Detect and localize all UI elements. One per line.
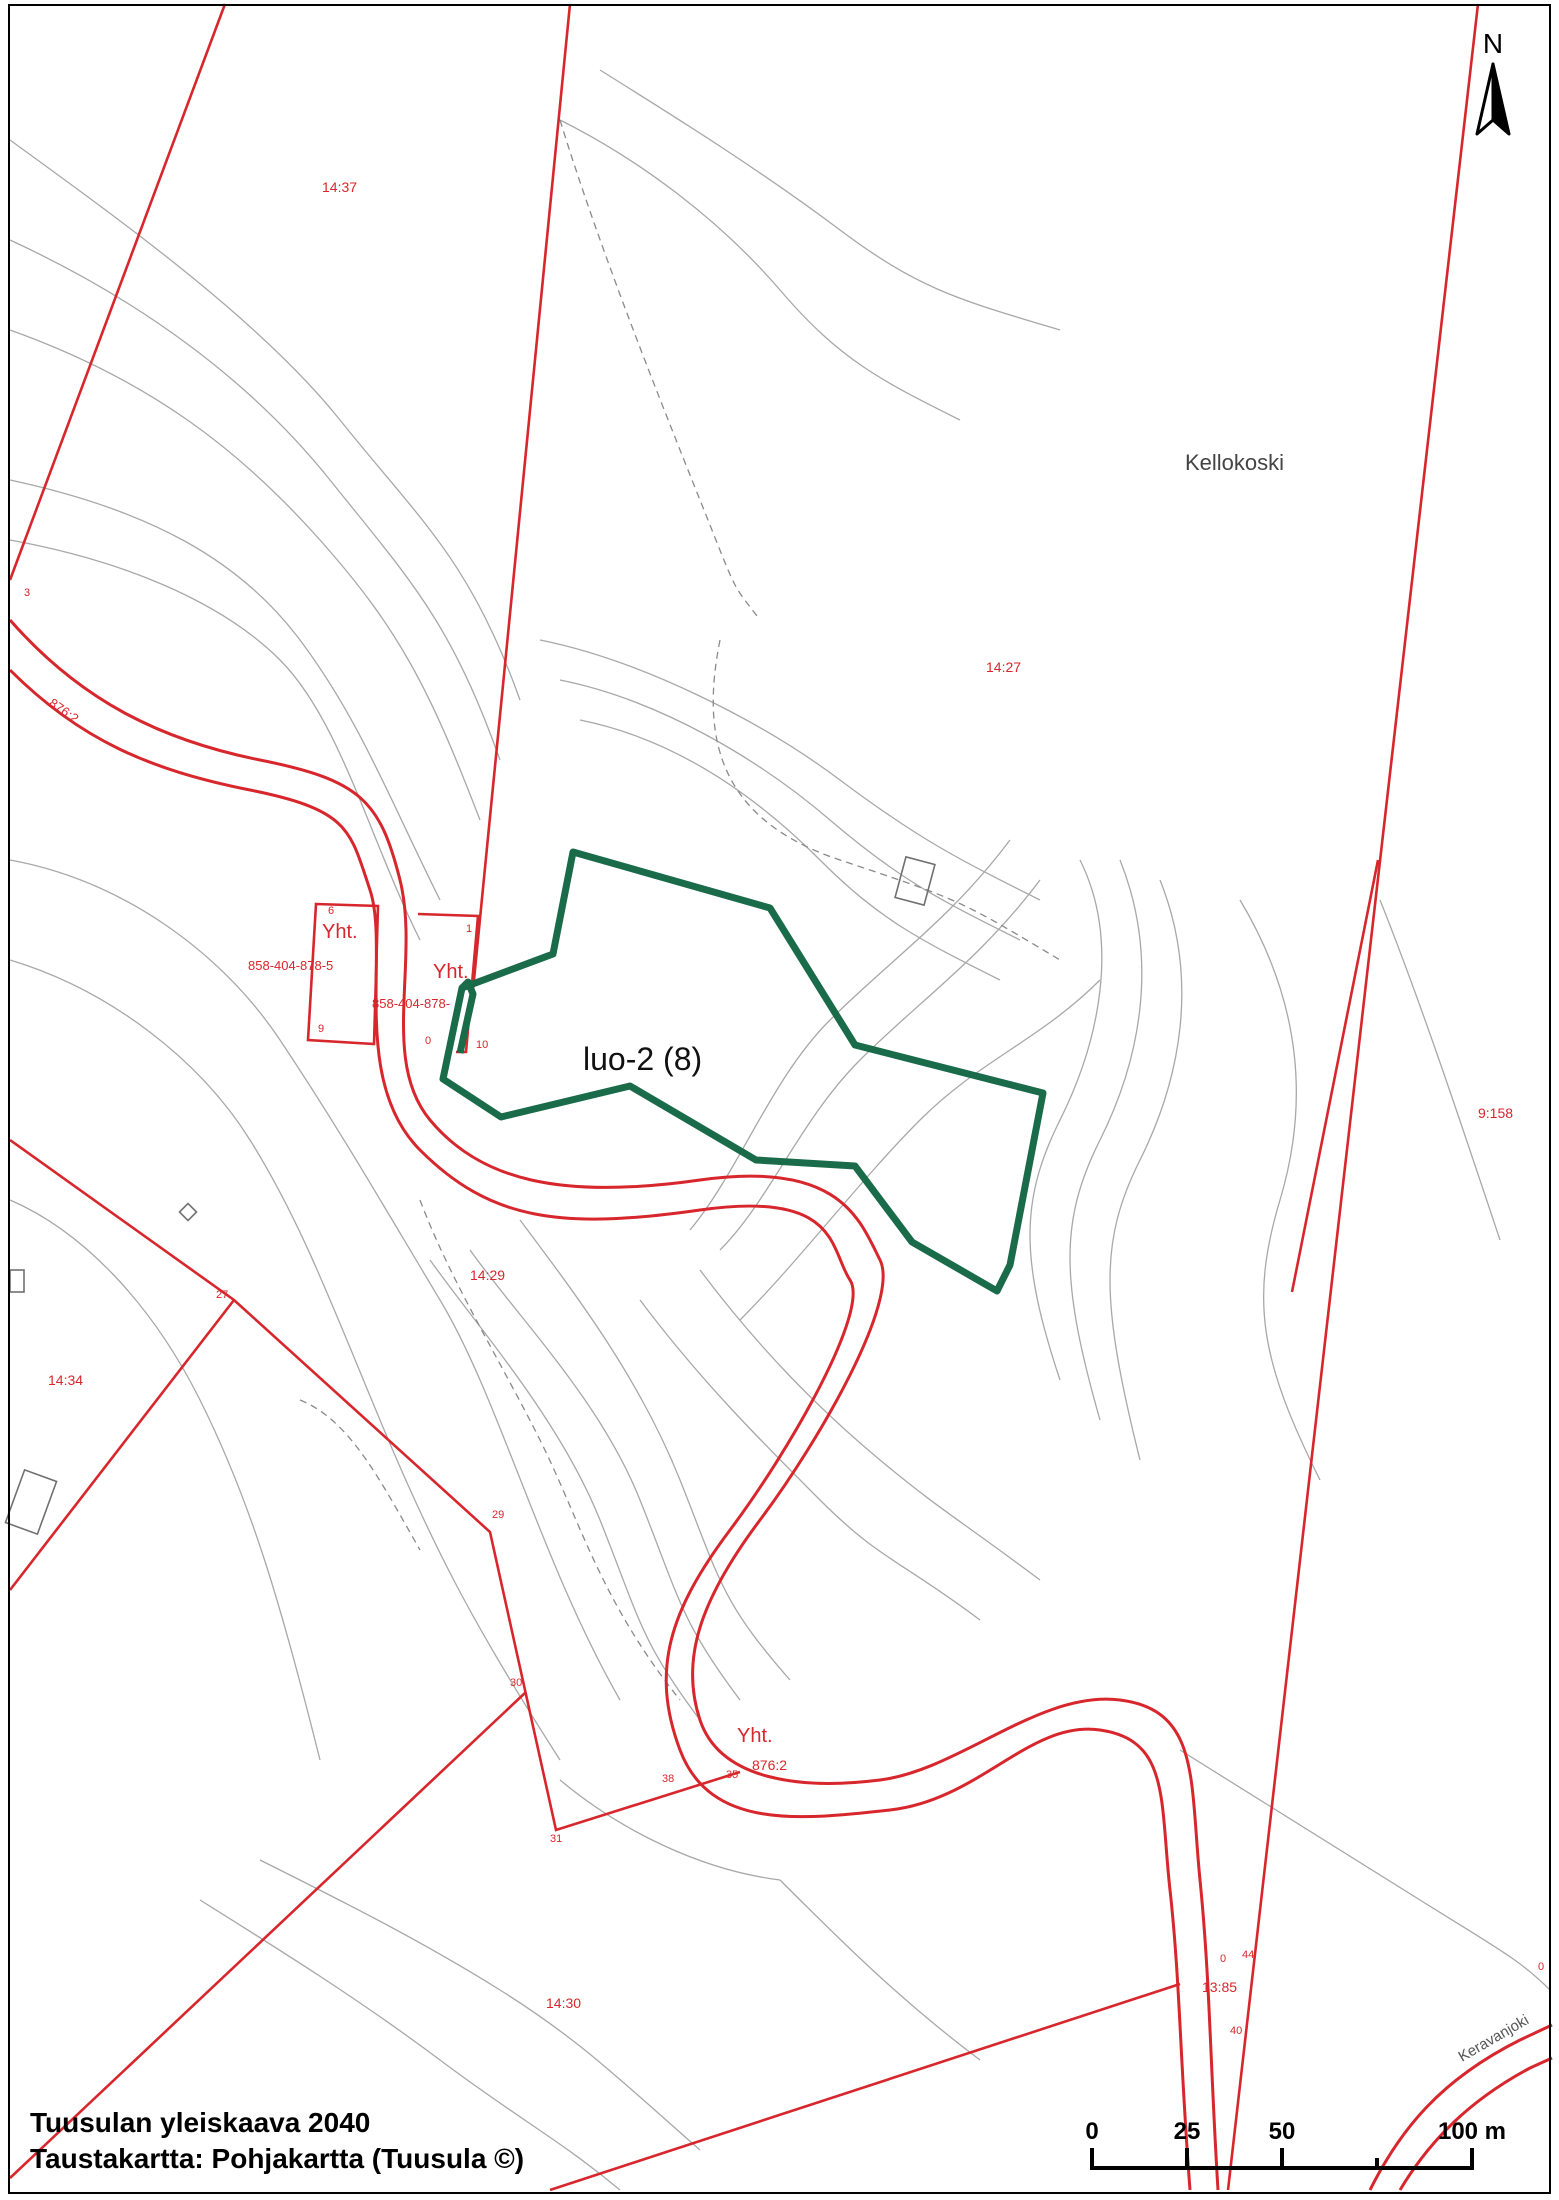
yht-label: Yht. [433,961,469,983]
north-arrow-icon [1475,62,1511,136]
scale-bar-graphic [1090,2148,1474,2170]
yht-label: Yht. [737,1725,773,1747]
scale-label: 25 [1173,2118,1201,2145]
point-number: 1 [466,923,472,935]
point-number: 38 [662,1773,674,1785]
contour-lines [9,69,1551,2191]
north-arrow: N [1465,28,1521,138]
credits-source: Taustakartta: Pohjakartta (Tuusula ©) [30,2143,525,2174]
parcel-label: 14:34 [48,1372,83,1388]
parcel-label: 9:158 [1478,1105,1513,1121]
point-number: 30 [510,1677,522,1689]
scale-label: 100 m [1437,2118,1507,2145]
parcel-label: 13:85 [1202,1979,1237,1995]
point-number: 9 [318,1023,324,1035]
place-name-label: Kellokoski [1185,450,1284,475]
point-number: 0 [1538,1961,1544,1973]
property-boundaries [8,3,1480,2192]
point-number: 27 [216,1289,228,1301]
point-number: 0 [425,1035,431,1047]
point-number: 3 [24,587,30,599]
credits-title: Tuusulan yleiskaava 2040 [30,2107,371,2138]
point-number: 0 [1220,1953,1226,1965]
parcel-id-label: 858-404-878- [372,996,450,1011]
scale-bar: 0 25 50 100 m [1060,2118,1510,2178]
road-label: 876:2 [752,1757,787,1773]
parcel-id-label: 858-404-878-5 [248,958,333,973]
point-number: 40 [1230,2025,1242,2037]
yht-label: Yht. [322,921,358,943]
road-label: 876:2 [46,695,81,726]
planning-area-outline [439,848,1047,1295]
north-letter: N [1482,28,1504,59]
scale-label: 0 [1085,2118,1099,2145]
planning-area-label: luo-2 (8) [583,1041,702,1077]
planning-area-spur [456,978,477,1054]
point-number: 44 [1242,1949,1254,1961]
point-number: 29 [492,1509,504,1521]
parcel-label: 14:27 [986,659,1021,675]
point-number: 6 [328,905,334,917]
point-number: 35 [726,1769,738,1781]
parcel-label: 14:37 [322,179,357,195]
scale-label: 50 [1268,2118,1296,2145]
parcel-label: 14:29 [470,1267,505,1283]
point-number: 31 [550,1833,562,1845]
parcel-label: 14:30 [546,1995,581,2011]
point-number: 10 [476,1039,488,1051]
buildings [4,855,936,1536]
dashed-paths [299,119,1061,1701]
river-channel [8,619,1553,2191]
map-credits: Tuusulan yleiskaava 2040 Taustakartta: P… [30,2105,524,2177]
